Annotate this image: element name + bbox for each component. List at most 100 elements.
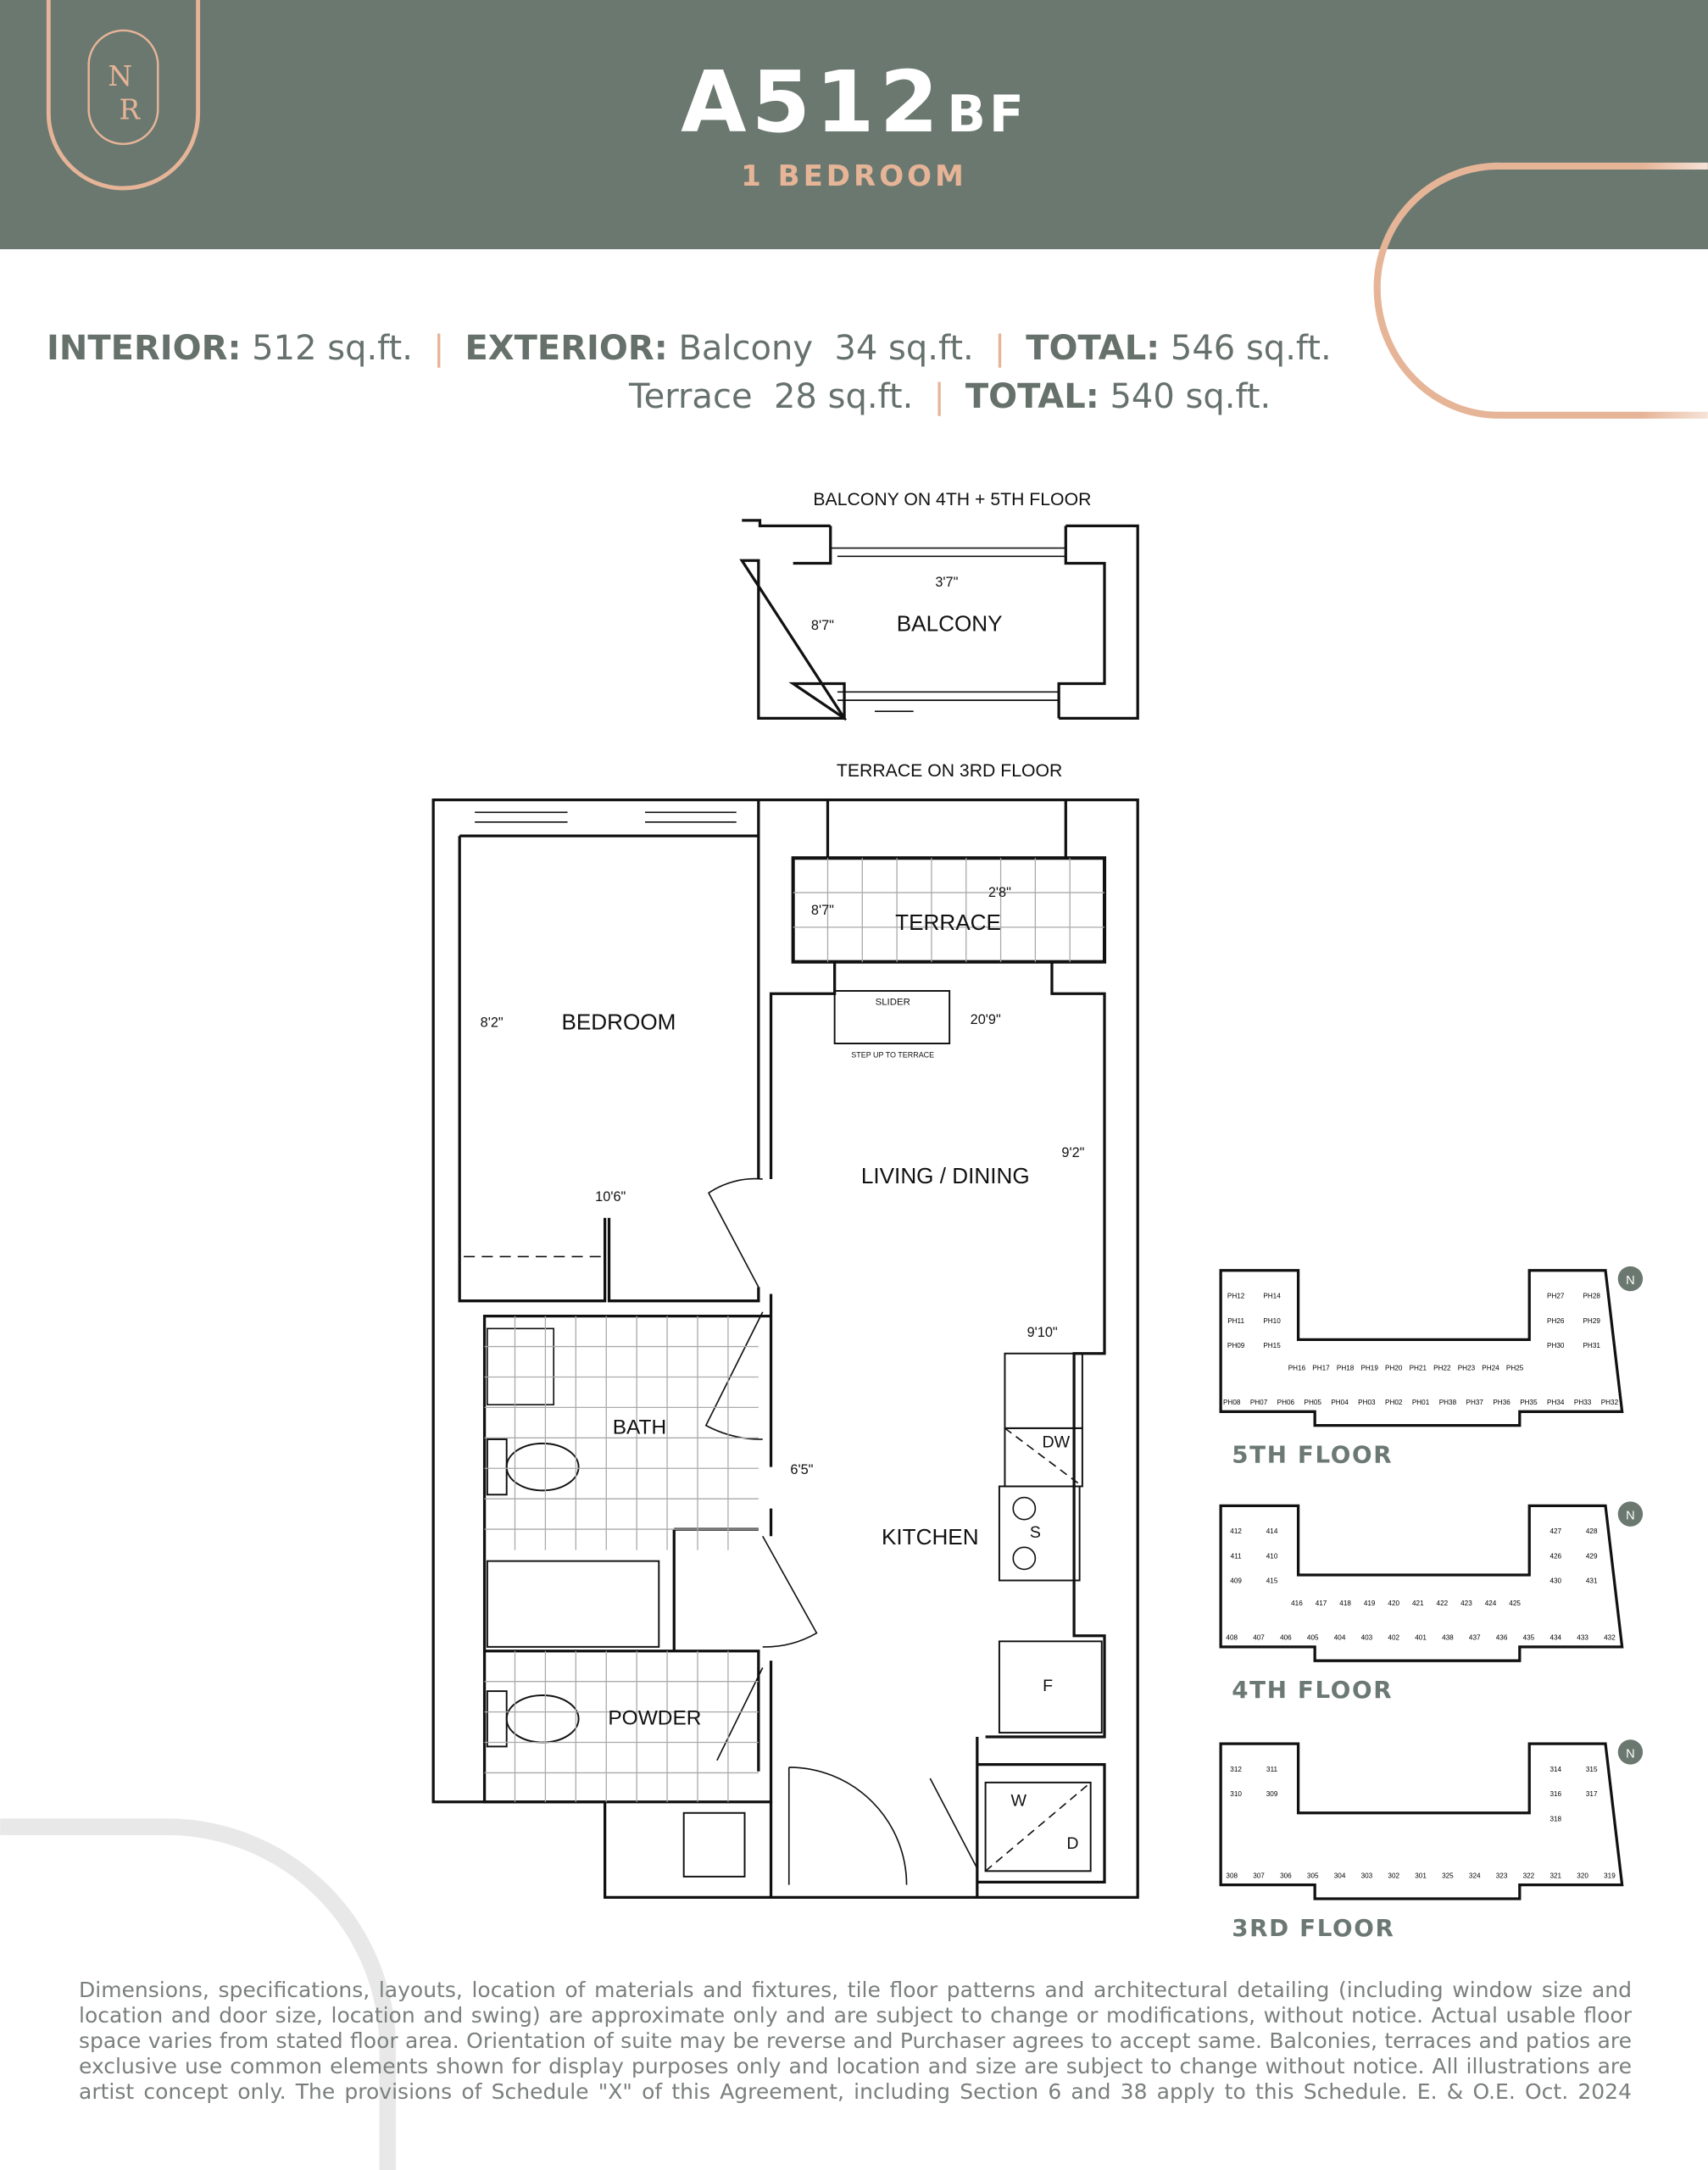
keyplan-unit-label: PH02: [1385, 1399, 1403, 1406]
keyplan-unit-label: 324: [1469, 1872, 1481, 1880]
keyplan-unit-label: 422: [1437, 1600, 1449, 1607]
north-arrow-icon: [1617, 1266, 1644, 1292]
keyplan-unit-label: 306: [1280, 1872, 1292, 1880]
washer-label: W: [1011, 1792, 1027, 1811]
keyplan-unit-label: 429: [1586, 1552, 1598, 1560]
keyplan-unit-label: 412: [1230, 1527, 1242, 1535]
keyplan-unit-label: PH34: [1547, 1399, 1565, 1406]
keyplan-unit-label: 405: [1307, 1634, 1319, 1642]
total-label: TOTAL:: [1026, 329, 1160, 368]
keyplan-unit-label: PH20: [1385, 1364, 1403, 1372]
keyplan-outline: [1219, 1269, 1624, 1427]
keyplan-unit-label: PH28: [1583, 1292, 1601, 1299]
keyplan-unit-label: 318: [1549, 1816, 1561, 1823]
living-dining-label: LIVING / DINING: [861, 1163, 1030, 1188]
keyplan-unit-label: PH15: [1263, 1342, 1281, 1349]
keyplan-unit-label: 404: [1334, 1634, 1346, 1642]
balcony-area-value: 34 sq.ft.: [834, 329, 974, 368]
decorative-arc-bottom: [0, 1818, 397, 2170]
logo: N R: [46, 0, 201, 191]
keyplan-unit-label: 314: [1549, 1766, 1561, 1773]
keyplan-unit-label: 310: [1230, 1790, 1242, 1798]
keyplan-unit-label: PH36: [1493, 1399, 1510, 1406]
keyplan-unit-label: 303: [1361, 1872, 1373, 1880]
keyplan-unit-label: 430: [1549, 1577, 1561, 1585]
keyplan-unit-label: 437: [1469, 1634, 1481, 1642]
keyplan-unit-label: PH27: [1547, 1292, 1565, 1299]
step-up-label: STEP UP TO TERRACE: [851, 1050, 934, 1059]
terrace-area-value: 28 sq.ft.: [773, 377, 914, 416]
keyplan-unit-label: PH03: [1358, 1399, 1376, 1406]
keyplan-unit-label: PH04: [1331, 1399, 1349, 1406]
keyplan-floor-label: 3RD FLOOR: [1232, 1914, 1394, 1942]
keyplan-unit-label: PH11: [1227, 1317, 1244, 1325]
separator: |: [993, 329, 1006, 368]
keyplan-unit-label: 428: [1586, 1527, 1598, 1535]
keyplan-unit-label: 417: [1316, 1600, 1327, 1607]
separator: |: [432, 329, 445, 368]
fridge-label: F: [1043, 1677, 1053, 1695]
north-label: N: [1626, 1510, 1635, 1523]
keyplan-unit-label: PH35: [1520, 1399, 1538, 1406]
keyplan-unit-label: PH17: [1312, 1364, 1330, 1372]
header-bar: [0, 0, 1708, 249]
keyplan-unit-label: 433: [1577, 1634, 1588, 1642]
keyplan-unit-label: PH32: [1601, 1399, 1619, 1406]
terrace-width: 8'7": [811, 903, 834, 918]
unit-title: A512BF: [0, 53, 1708, 152]
keyplan-unit-label: 302: [1388, 1872, 1399, 1880]
dryer-label: D: [1066, 1834, 1078, 1853]
keyplan-unit-label: PH10: [1263, 1317, 1281, 1325]
keyplan-unit-label: 322: [1523, 1872, 1535, 1880]
keyplan-unit-label: 424: [1485, 1600, 1497, 1607]
svg-text:R: R: [120, 93, 142, 125]
keyplan-unit-label: 411: [1231, 1552, 1242, 1560]
keyplan-unit-label: PH38: [1439, 1399, 1457, 1406]
north-label: N: [1626, 1274, 1635, 1288]
keyplan-unit-label: PH12: [1227, 1292, 1245, 1299]
keyplan-unit-label: PH25: [1506, 1364, 1524, 1372]
keyplan-unit-label: PH09: [1227, 1342, 1245, 1349]
keyplan-unit-label: 401: [1415, 1634, 1427, 1642]
keyplan-unit-label: PH19: [1360, 1364, 1378, 1372]
unit-type: 1 BEDROOM: [741, 159, 967, 193]
bath-label: BATH: [613, 1416, 666, 1438]
total-terrace-value: 540 sq.ft.: [1110, 377, 1271, 416]
keyplan-unit-label: 432: [1604, 1634, 1616, 1642]
keyplan-unit-label: 414: [1266, 1527, 1278, 1535]
keyplan-unit-label: 315: [1586, 1766, 1598, 1773]
keyplan-unit-label: 438: [1442, 1634, 1454, 1642]
keyplan-unit-label: PH21: [1410, 1364, 1427, 1372]
keyplan-outline: [1219, 1504, 1624, 1662]
balcony-caption: BALCONY ON 4TH + 5TH FLOOR: [813, 490, 1091, 509]
bedroom-label: BEDROOM: [561, 1010, 676, 1035]
keyplan-unit-label: PH33: [1574, 1399, 1592, 1406]
keyplan-floor-label: 4TH FLOOR: [1232, 1676, 1393, 1704]
keyplan-unit-label: PH29: [1583, 1317, 1601, 1325]
bedroom-width: 8'2": [481, 1015, 503, 1030]
terrace-depth: 2'8": [988, 885, 1011, 900]
keyplan-unit-label: 301: [1415, 1872, 1427, 1880]
balcony-plan: [739, 519, 1139, 721]
keyplan-unit-label: PH08: [1223, 1399, 1241, 1406]
keyplan-unit-label: 408: [1226, 1634, 1238, 1642]
total-balcony-value: 546 sq.ft.: [1170, 329, 1332, 368]
keyplan-unit-label: PH22: [1433, 1364, 1451, 1372]
keyplan-unit-label: 421: [1412, 1600, 1424, 1607]
powder-label: POWDER: [608, 1706, 701, 1729]
keyplan-unit-label: 319: [1604, 1872, 1616, 1880]
keyplan-unit-label: PH24: [1482, 1364, 1499, 1372]
keyplan-unit-label: 311: [1266, 1766, 1277, 1773]
tile-grid: [484, 858, 1105, 1802]
interior-label: INTERIOR:: [47, 329, 242, 368]
keyplan-unit-label: 312: [1230, 1766, 1242, 1773]
keyplan-unit-label: 402: [1388, 1634, 1399, 1642]
keyplan-floor-label: 5TH FLOOR: [1232, 1441, 1393, 1469]
keyplan-unit-label: 435: [1523, 1634, 1535, 1642]
keyplan-unit-label: 423: [1460, 1600, 1472, 1607]
area-line-terrace: Terrace 28 sq.ft.|TOTAL: 540 sq.ft.: [629, 377, 1271, 416]
north-arrow-icon: [1617, 1739, 1644, 1765]
